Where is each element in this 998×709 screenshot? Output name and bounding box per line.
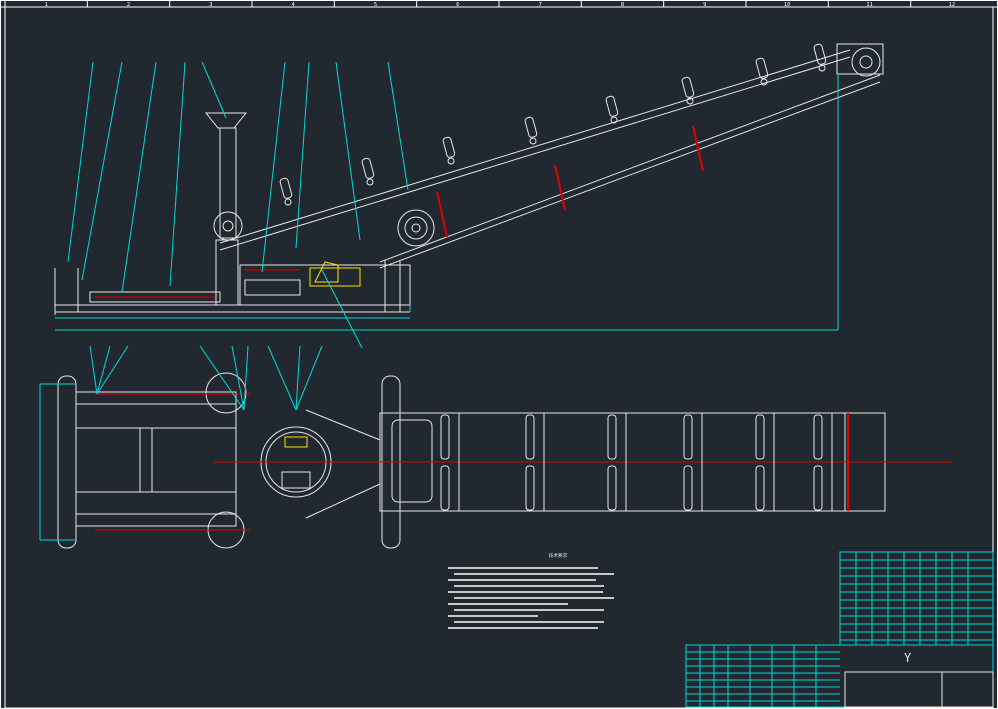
leader-line [89, 345, 98, 395]
technical-notes-heading: 技术要求 [548, 554, 568, 559]
leader-line [267, 345, 297, 411]
leader-line [295, 345, 301, 411]
ruler-label: 1 [45, 2, 48, 8]
plan-roller [607, 465, 617, 511]
technical-notes: 技术要求 [448, 552, 628, 633]
side-elevation-view [54, 43, 884, 331]
ruler-label: 11 [866, 2, 873, 8]
idler-supports [279, 43, 827, 238]
plan-roller [813, 465, 823, 511]
plan-roller [440, 465, 450, 511]
idler-roller [279, 177, 293, 199]
plan-roller [683, 465, 693, 511]
plan-idler-rollers [440, 413, 833, 511]
leader-line [201, 61, 227, 119]
idler-roller [361, 157, 375, 179]
support-bracket [692, 125, 704, 172]
idler-roller [755, 57, 769, 79]
ruler-label: 8 [621, 2, 624, 8]
note-line [448, 627, 598, 630]
leader-line [335, 61, 361, 241]
note-line [448, 579, 596, 582]
plan-roller [813, 414, 823, 460]
leader-line [243, 345, 249, 411]
ruler-label: 4 [292, 2, 296, 8]
idler-roller [605, 95, 619, 117]
leader-line [387, 61, 409, 191]
leader-line [96, 345, 129, 395]
ruler-label: 2 [127, 2, 130, 8]
idler-roller [681, 76, 695, 98]
note-line [448, 591, 603, 594]
technical-notes-lines [448, 567, 628, 630]
plan-roller [607, 414, 617, 460]
support-bracket [436, 191, 448, 238]
leader-line [96, 345, 111, 395]
ruler-label: 6 [456, 2, 459, 8]
leader-line [67, 61, 94, 263]
note-line [448, 603, 568, 606]
leader-line [295, 61, 310, 249]
note-line [454, 621, 604, 624]
plan-roller [525, 414, 535, 460]
plan-roller [525, 465, 535, 511]
leader-line [261, 61, 286, 273]
note-line [448, 615, 538, 618]
leader-line [231, 345, 245, 411]
leader-line [295, 345, 323, 411]
note-line [454, 609, 604, 612]
plan-roller [755, 414, 765, 460]
note-line [448, 567, 598, 570]
idler-roller [524, 116, 538, 138]
note-line [454, 597, 614, 600]
plan-roller [440, 414, 450, 460]
ruler-label: 12 [949, 2, 956, 8]
leader-lines-side [67, 61, 409, 349]
idler-roller [813, 43, 827, 65]
ruler-label: 7 [539, 2, 542, 8]
leader-line [121, 61, 157, 293]
ruler-label: 3 [209, 2, 212, 8]
plan-roller [755, 465, 765, 511]
ruler-label: 9 [703, 2, 706, 8]
title-block-symbol: Y [904, 651, 912, 665]
leader-line [81, 61, 123, 281]
plan-roller [683, 414, 693, 460]
title-block [685, 551, 994, 708]
ruler-label: 5 [374, 2, 377, 8]
support-bracket [554, 164, 566, 211]
note-line [454, 573, 614, 576]
leader-line [199, 345, 245, 411]
leader-lines-plan [89, 345, 323, 411]
idler-roller [442, 136, 456, 158]
leader-line [169, 61, 186, 287]
ruler-label: 10 [784, 2, 791, 8]
plan-view [39, 372, 952, 549]
note-line [454, 585, 604, 588]
